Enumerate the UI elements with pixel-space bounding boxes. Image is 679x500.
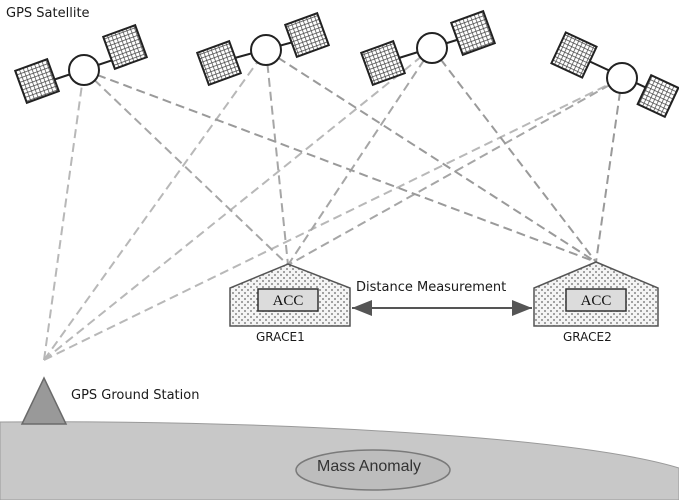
grace2-satellite: ACC — [533, 261, 659, 327]
grace1-satellite: ACC — [229, 263, 351, 327]
mass-anomaly-label: Mass Anomaly — [317, 458, 422, 475]
grace1-acc-label: ACC — [273, 293, 304, 309]
grace1-label: GRACE1 — [256, 330, 305, 344]
grace2-acc-label: ACC — [581, 293, 612, 309]
mass-anomaly-region — [295, 449, 451, 491]
grace2-links — [83, 47, 623, 263]
gps-satellite-label: GPS Satellite — [6, 6, 90, 21]
gps-ground-station — [20, 376, 68, 425]
grace2-label: GRACE2 — [563, 330, 612, 344]
distance-measurement-label: Distance Measurement — [356, 280, 507, 295]
gps-satellite-2 — [195, 11, 331, 87]
gps-satellite-4 — [550, 31, 679, 119]
ground-station-links — [43, 47, 623, 361]
grace1-links — [83, 47, 623, 266]
gps-satellite-1 — [13, 23, 149, 105]
gps-satellite-3 — [359, 9, 497, 87]
gps-ground-station-label: GPS Ground Station — [71, 388, 200, 403]
